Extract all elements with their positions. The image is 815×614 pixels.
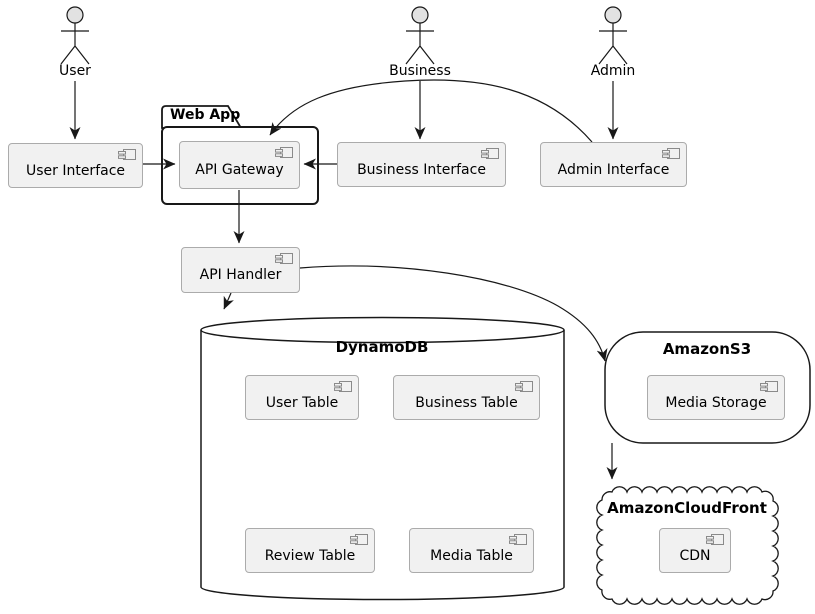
component-media-storage: Media Storage [647, 375, 785, 420]
component-label: Review Table [264, 547, 356, 564]
component-icon [333, 380, 353, 394]
component-icon [514, 380, 534, 394]
component-label: Media Table [430, 547, 513, 564]
component-icon [705, 533, 725, 547]
package-webapp-title: Web App [170, 107, 241, 123]
cloud-amazoncloudfront-title: AmazonCloudFront [607, 499, 767, 517]
component-icon [480, 147, 500, 161]
node-amazons3-title: AmazonS3 [662, 340, 752, 358]
component-label: Admin Interface [557, 161, 670, 178]
component-admin-interface: Admin Interface [540, 142, 687, 187]
actor-user-icon [60, 6, 90, 65]
component-label: Business Table [415, 394, 518, 411]
component-label: CDN [679, 547, 711, 564]
actor-business-label: Business [389, 63, 451, 79]
component-api-gateway: API Gateway [179, 141, 300, 189]
component-review-table: Review Table [245, 528, 375, 573]
component-media-table: Media Table [409, 528, 534, 573]
component-business-interface: Business Interface [337, 142, 506, 187]
component-label: Media Storage [665, 394, 767, 411]
component-business-table: Business Table [393, 375, 540, 420]
component-icon [274, 146, 294, 160]
component-user-interface: User Interface [8, 143, 143, 188]
component-icon [274, 252, 294, 266]
component-label: API Handler [199, 267, 282, 283]
component-icon [508, 533, 528, 547]
component-icon [661, 147, 681, 161]
connector-api-handler-to-dynamodb [223, 292, 234, 310]
component-icon [349, 533, 369, 547]
connector-admin-interface-to-api-gateway [269, 79, 593, 143]
database-dynamodb-title: DynamoDB [335, 338, 429, 356]
actor-admin-label: Admin [590, 63, 636, 79]
component-icon [759, 380, 779, 394]
component-icon [117, 148, 137, 162]
actor-admin-icon [598, 6, 628, 65]
actor-business-icon [405, 6, 435, 65]
connector-api-handler-to-amazons3 [299, 265, 608, 362]
component-api-handler: API Handler [181, 247, 300, 293]
component-label: API Gateway [195, 162, 284, 178]
component-label: User Interface [25, 162, 126, 179]
actor-user-label: User [59, 63, 91, 79]
component-label: User Table [265, 394, 339, 411]
component-cdn: CDN [659, 528, 731, 573]
component-user-table: User Table [245, 375, 359, 420]
component-label: Business Interface [357, 161, 486, 178]
